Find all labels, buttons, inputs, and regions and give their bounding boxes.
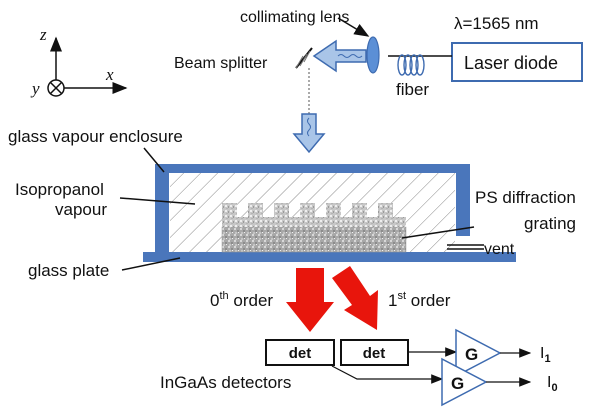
enclosure-pointer xyxy=(143,147,165,173)
first-order-arrow xyxy=(332,266,378,330)
output-i1-label: I1 xyxy=(540,345,551,365)
grating-pointer xyxy=(401,226,475,239)
wavelength-label: λ=1565 nm xyxy=(454,14,539,33)
output-i0-label: I0 xyxy=(547,374,558,394)
amplifier-1-icon xyxy=(455,328,502,378)
detector-0 xyxy=(265,339,335,366)
enclosure-left-wall xyxy=(155,164,169,254)
signal-line-det0 xyxy=(331,365,444,384)
ps-diffraction-grating xyxy=(221,203,407,253)
enclosure-right-wall xyxy=(456,164,470,236)
beam-splitter-icon xyxy=(295,47,313,69)
isopropanol-pointer xyxy=(119,197,196,205)
first-order-label: 1st order xyxy=(388,290,451,310)
zeroth-order-label: 0th order xyxy=(210,290,273,310)
amplifier-2-label: G xyxy=(451,374,464,393)
fiber-coil-icon xyxy=(397,54,425,76)
vent-label: vent xyxy=(484,241,515,258)
laser-beam-arrow xyxy=(312,39,367,73)
glass-plate-label: glass plate xyxy=(28,261,109,280)
glass-enclosure-label: glass vapour enclosure xyxy=(8,127,183,146)
detectors-label: InGaAs detectors xyxy=(160,373,291,392)
isopropanol-label-line1: Isopropanol xyxy=(15,180,104,199)
downward-beam-arrow xyxy=(292,113,326,154)
ps-grating-label-line2: grating xyxy=(524,214,576,233)
laser-diode-box xyxy=(451,42,583,82)
amplifier-1-label: G xyxy=(465,345,478,364)
collimating-lens-icon xyxy=(366,36,380,74)
fiber-label: fiber xyxy=(396,80,429,99)
x-axis-label: x xyxy=(105,65,114,84)
lens-pointer xyxy=(337,17,370,37)
ps-grating-label-line1: PS diffraction xyxy=(475,188,576,207)
glass-plate xyxy=(143,252,516,262)
laser-diode-label: Laser diode xyxy=(464,53,558,73)
collimating-lens-label: collimating lens xyxy=(240,9,349,26)
detector-1-label: det xyxy=(363,345,386,362)
isopropanol-label-line2: vapour xyxy=(55,200,107,219)
beam-splitter-label: Beam splitter xyxy=(174,55,268,72)
enclosure-top-wall xyxy=(155,164,470,173)
detector-0-label: det xyxy=(289,345,312,362)
amplifier-2-icon xyxy=(441,357,488,407)
zeroth-order-arrow xyxy=(286,268,334,332)
z-axis-label: z xyxy=(39,25,47,44)
glass-plate-pointer xyxy=(121,257,181,271)
y-axis-label: y xyxy=(30,79,40,98)
coordinate-axes: z y x xyxy=(30,25,128,98)
